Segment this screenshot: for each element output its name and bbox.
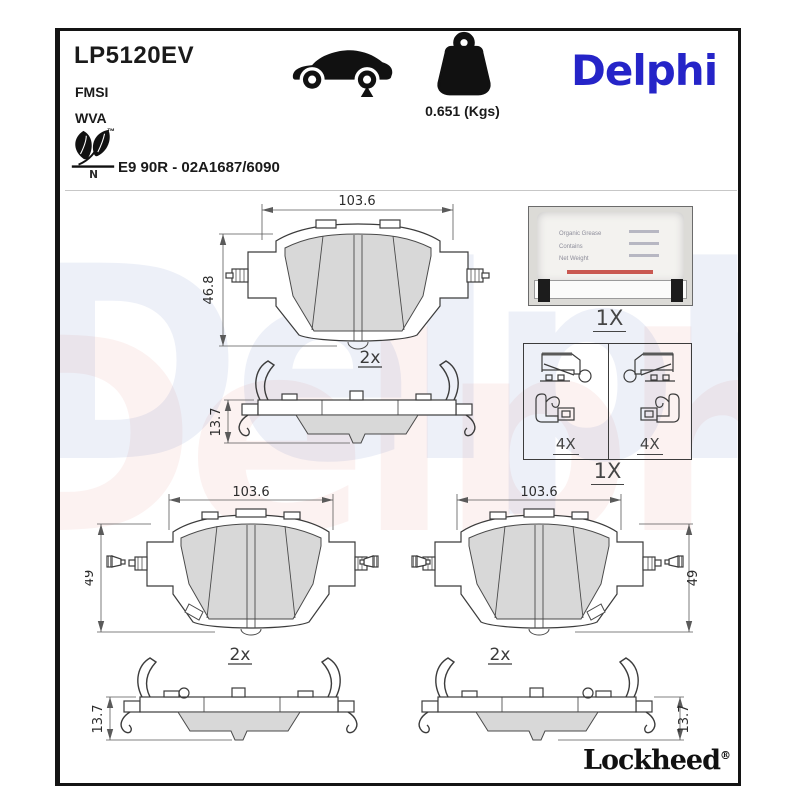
friction-material [180,523,322,636]
lockheed-logo: Lockheed® [582,745,731,776]
packet-pouch: Organic Grease Contains Net Weight [537,212,684,283]
dim-height: 49 [686,570,701,587]
friction-material [284,233,432,350]
dim-width: 103.6 [232,486,269,500]
packet-line: Contains [559,243,583,250]
packet-warning-line [567,270,653,274]
qty-label: 2x [230,645,251,665]
pad-edge-drawing-bottom-left: 2x 13.7 [91,645,358,741]
spring-clips [418,657,656,734]
grease-packet-photo: Organic Grease Contains Net Weight [528,206,693,306]
dim-height: 46.8 [202,276,217,305]
clip-kit-box: 4X 4X [523,343,692,460]
homologation-number: E9 90R - 02A1687/6090 [118,159,280,176]
clip-icons-left [535,352,592,423]
shim-plate [421,687,653,713]
packet-value-bars [629,230,659,266]
car-rear-axle-icon [292,50,393,97]
qty-label: 2x [360,348,381,368]
dim-width: 103.6 [338,194,375,209]
wva-label: WVA [75,110,107,126]
dim-height: 13.7 [209,408,224,437]
mirrored-pad [411,508,684,636]
pad-drawing-top: 103.6 46.8 [202,194,490,350]
registered-symbol: ® [720,749,731,762]
packet-seal-strip [534,280,687,299]
clip-kit-left: 4X [524,344,608,459]
fmsi-label: FMSI [75,84,109,100]
packet-tab [671,279,683,302]
clip-kit-qty-label: 1X [523,459,692,485]
weight-value: 0.651 (Kgs) [425,103,500,119]
spring-clips [238,360,476,437]
part-number: LP5120EV [74,42,195,69]
dim-height: 49 [85,570,97,587]
clip-icons-right [622,352,680,423]
shim-plate [241,390,473,416]
dim-height: 13.7 [677,705,692,734]
pad-drawing-bottom-left: 103.6 49 [85,486,379,636]
spring-clips [120,657,358,734]
delphi-logo: Delphi [571,46,718,95]
shim-plate [123,687,355,713]
packet-line: Organic Grease [559,231,602,237]
friction-edge [475,711,599,741]
packet-label-text: Organic Grease Contains Net Weight [559,228,601,266]
clip-kit-right: 4X [607,344,692,459]
pad-edge-drawing-mid: 2x 13.7 [209,348,476,444]
friction-edge [295,414,419,444]
dim-width: 103.6 [520,486,557,500]
eco-letter: N [89,169,98,180]
qty-label: 2x [490,645,511,665]
watermark-text-pink: Delphi [60,282,738,594]
clip-qty-left: 4X [524,435,608,455]
header-divider [65,190,737,192]
packet-line: Net Weight [559,256,589,263]
eco-leaf-icon: N [71,129,115,180]
trademark-symbol: ™ [107,127,115,136]
clip-qty-right: 4X [609,435,692,455]
dim-height: 13.7 [91,705,106,734]
packet-tab [538,279,550,302]
pad-drawing-bottom-right: 103.6 49 [411,486,701,636]
pad-edge-drawing-bottom-right: 2x 13.7 [418,645,692,741]
dimension-lines [219,204,454,347]
packet-qty-label: 1X [528,306,691,332]
friction-edge [177,711,301,741]
weight-icon [437,31,491,96]
